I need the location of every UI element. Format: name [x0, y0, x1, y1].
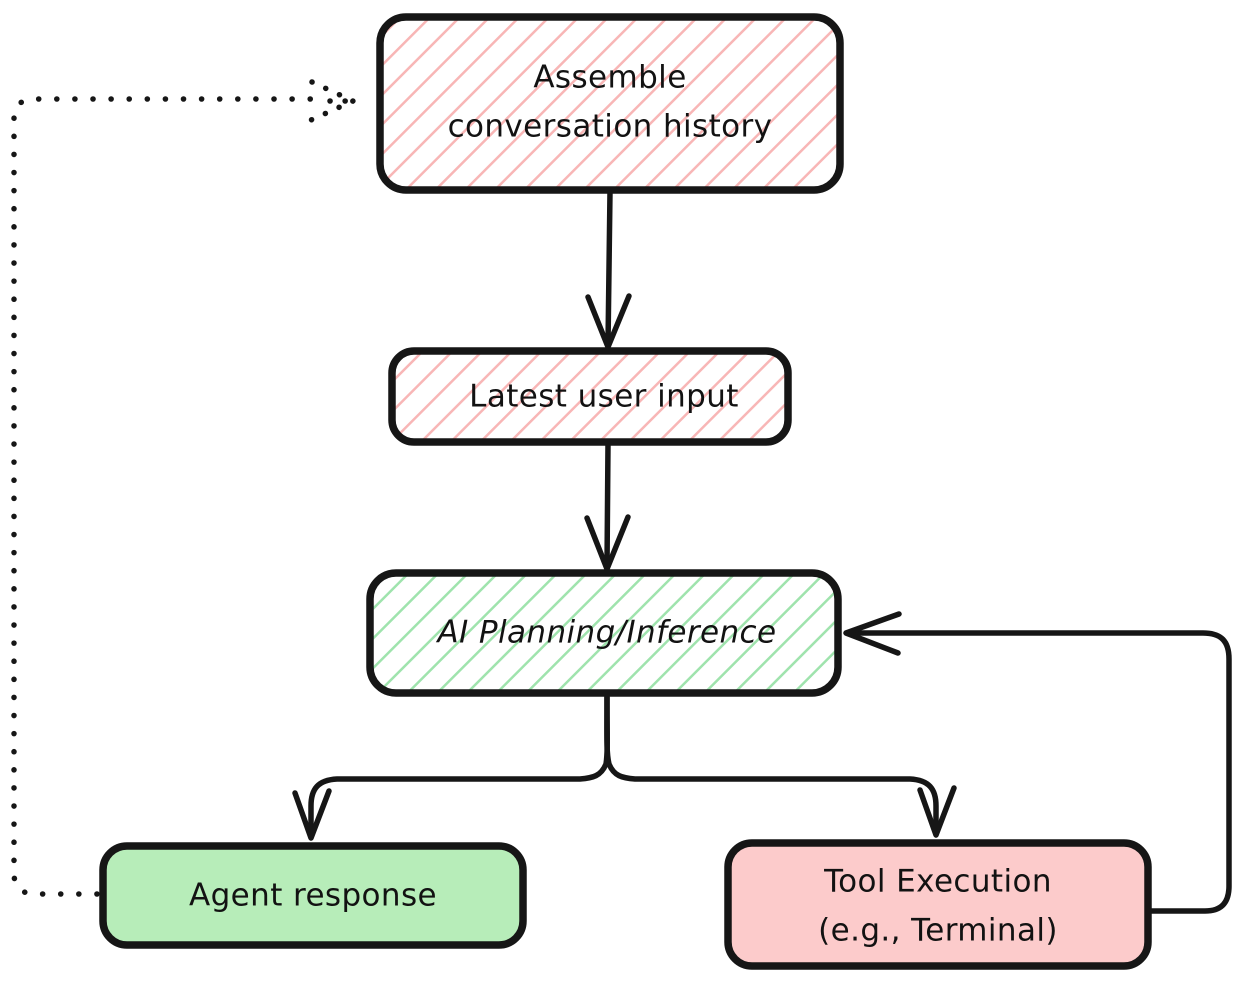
- edge-ai-planning-to-tool-execution: [917, 785, 957, 838]
- edge-agent-response-to-assemble: [11, 79, 359, 897]
- node-assemble-label-line2: conversation history: [448, 109, 773, 145]
- node-agent-response-label: Agent response: [189, 878, 437, 914]
- node-assemble-fill: [380, 17, 840, 190]
- node-tool-execution-border: [724, 839, 1152, 970]
- node-agent-response-border: [99, 842, 527, 949]
- edge-ai-planning-to-agent-response: [292, 788, 332, 841]
- edge-tool-execution-to-ai-planning: [843, 611, 1232, 914]
- node-assemble-border: [376, 13, 844, 194]
- node-ai-planning-border: [366, 569, 842, 697]
- node-ai-planning-fill: [370, 573, 838, 693]
- node-ai-planning-label: AI Planning/Inference: [436, 615, 777, 651]
- edge-assemble-to-latest-input: [585, 189, 632, 350]
- node-tool-execution-label-line2: (e.g., Terminal): [818, 913, 1058, 949]
- node-tool-execution-fill: [728, 843, 1148, 966]
- node-tool-execution[interactable]: Tool Execution (e.g., Terminal): [724, 839, 1152, 970]
- edge-ai-planning-fork: [308, 694, 939, 839]
- node-agent-response[interactable]: Agent response: [99, 842, 527, 949]
- node-latest-input-fill: [392, 351, 788, 442]
- node-tool-execution-label-line1: Tool Execution: [823, 864, 1052, 900]
- node-assemble-conversation-history[interactable]: Assemble conversation history: [376, 13, 844, 194]
- node-ai-planning-inference[interactable]: AI Planning/Inference: [366, 569, 842, 697]
- node-latest-user-input[interactable]: Latest user input: [388, 347, 792, 446]
- node-agent-response-fill: [103, 846, 523, 945]
- node-latest-input-border: [388, 347, 792, 446]
- edge-latest-input-to-ai-planning: [584, 441, 631, 572]
- node-assemble-label-line1: Assemble: [533, 60, 686, 96]
- node-latest-input-label: Latest user input: [469, 379, 739, 415]
